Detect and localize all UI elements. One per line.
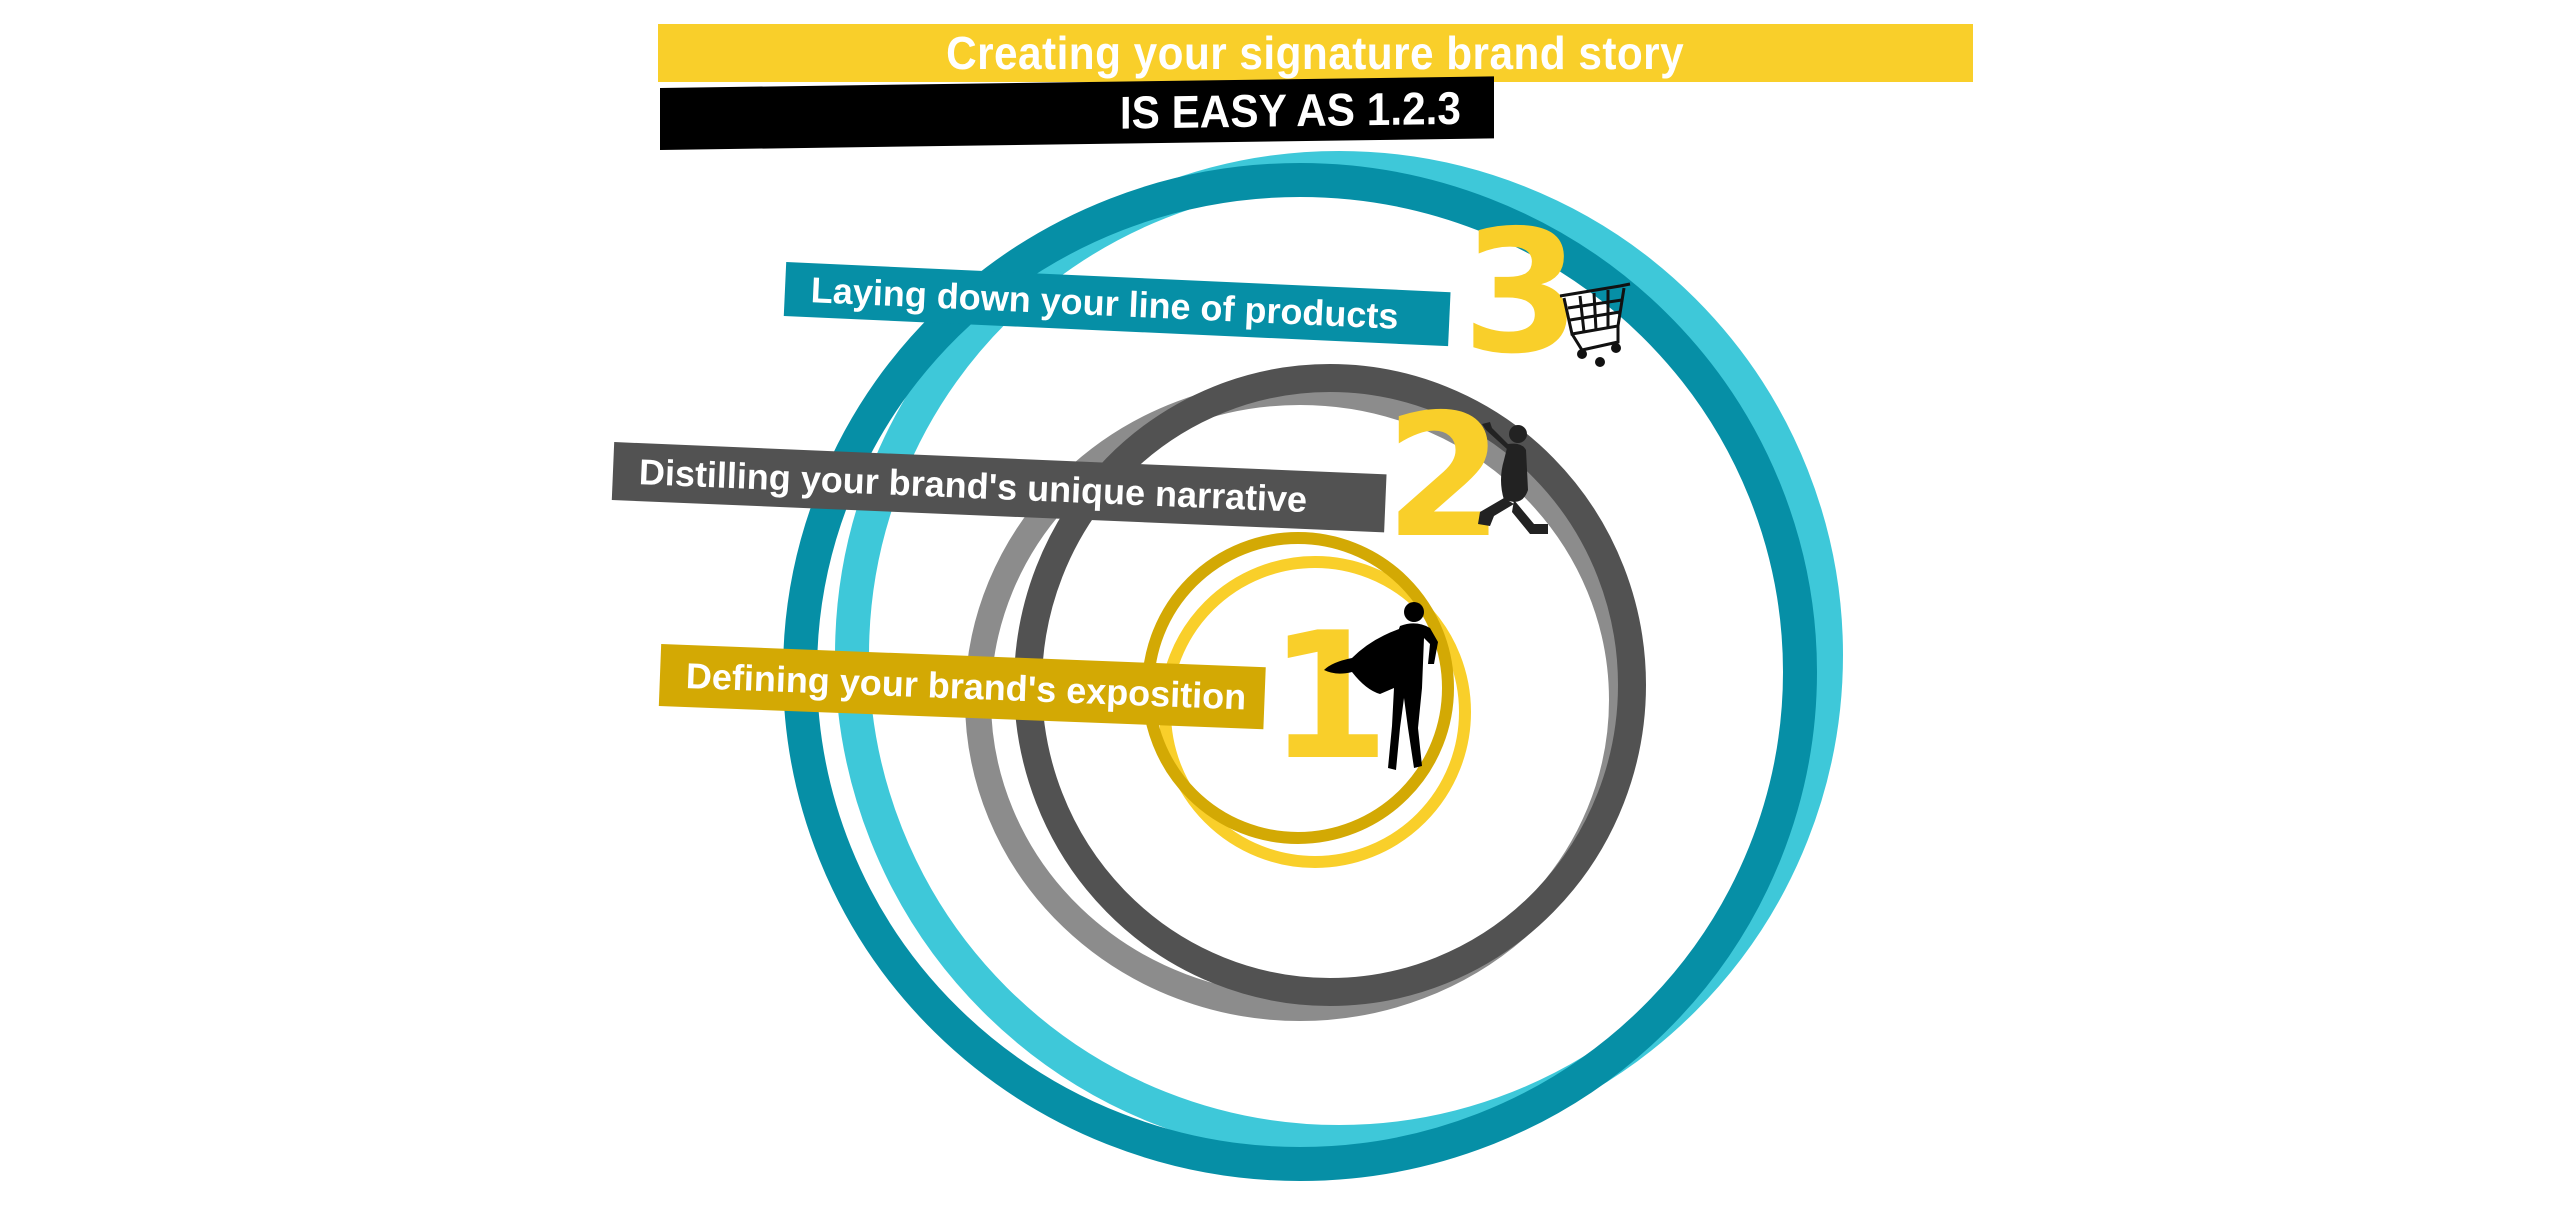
subtitle-bar: IS EASY AS 1.2.3 xyxy=(660,76,1494,150)
title-bar: Creating your signature brand story xyxy=(658,24,1973,82)
step-3-number: 3 xyxy=(1462,194,1581,392)
step-1-text: Defining your brand's exposition xyxy=(685,655,1247,718)
page-subtitle: IS EASY AS 1.2.3 xyxy=(1120,81,1462,139)
shopping-cart-icon xyxy=(1559,282,1631,367)
page-title: Creating your signature brand story xyxy=(946,27,1685,79)
superhero-icon xyxy=(1324,602,1438,770)
step-2-number: 2 xyxy=(1385,378,1504,576)
step-1-number: 1 xyxy=(1268,596,1390,799)
builder-kneeling-icon xyxy=(1478,422,1548,534)
